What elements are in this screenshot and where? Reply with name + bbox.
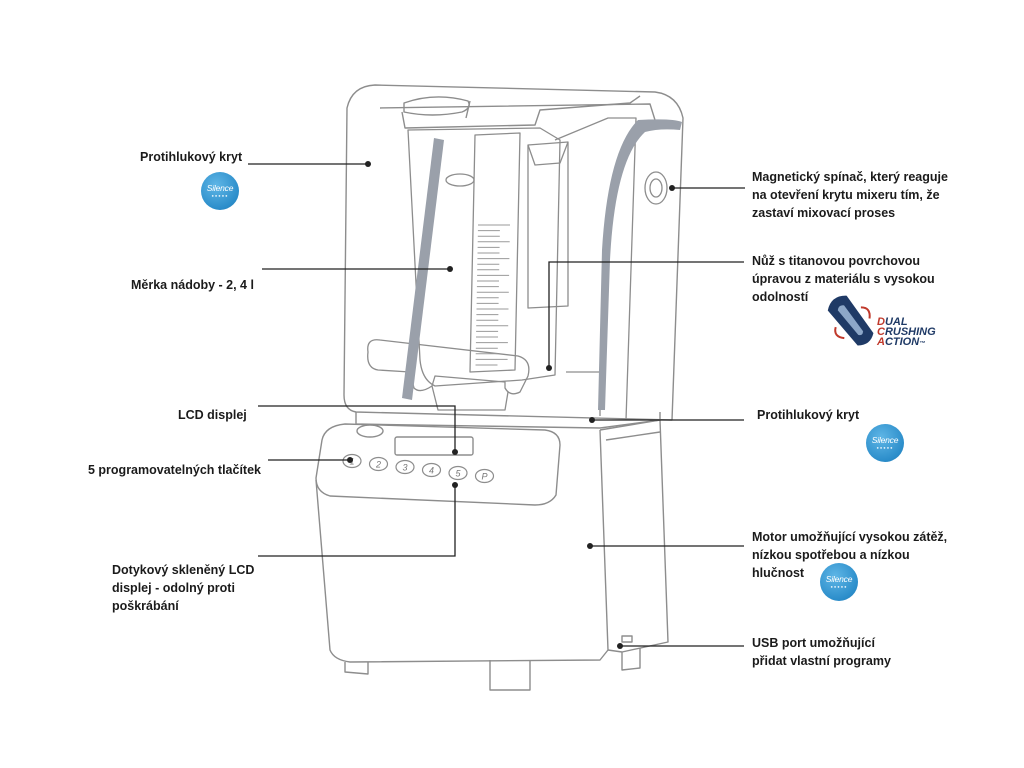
magnetic-switch — [644, 171, 668, 205]
jar-spout-top — [527, 141, 569, 166]
measuring-scale — [475, 224, 510, 366]
motor-base — [315, 412, 669, 691]
program-button-label: 2 — [375, 460, 381, 470]
jar-body — [407, 127, 561, 387]
label-lid-left: Protihlukový kryt — [140, 150, 243, 164]
program-button-label: P — [481, 472, 487, 482]
dca-letter-d: D — [877, 316, 885, 328]
program-button-3[interactable] — [395, 459, 415, 475]
leader-lcd — [258, 405, 456, 452]
silence-badge-dots: ●●●●● — [830, 584, 848, 589]
base-top-collar — [355, 412, 661, 429]
right-band — [598, 119, 682, 410]
base-foot-right — [621, 648, 641, 671]
silence-badge-lid: Silence ●●●●● — [201, 172, 239, 210]
silence-badge-text: Silence — [871, 435, 899, 445]
silence-badge-dots: ●●●●● — [211, 193, 229, 198]
lid-cap — [403, 96, 470, 116]
silence-badge-dots: ●●●●● — [876, 445, 894, 450]
program-button-1[interactable] — [342, 453, 362, 469]
power-knob — [356, 424, 384, 438]
label-lcd: LCD displej — [178, 408, 247, 422]
silence-badge-text: Silence — [825, 574, 853, 584]
dca-word-ual: UAL — [884, 316, 908, 328]
jar-logo-oval — [445, 173, 475, 187]
base-side-inner — [605, 431, 661, 441]
silence-badge-cover: Silence ●●●●● — [866, 424, 904, 462]
usb-port — [621, 635, 633, 643]
silence-badge-text: Silence — [206, 183, 234, 193]
leader-touch — [258, 485, 456, 557]
label-usb: USB port umožňující přidat vlastní progr… — [752, 636, 891, 668]
silence-badge-motor: Silence ●●●●● — [820, 563, 858, 601]
enclosure-inner-top — [379, 103, 656, 121]
jar-base-right — [566, 371, 601, 416]
leader-lines — [248, 163, 745, 647]
label-cover-right: Protihlukový kryt — [757, 408, 860, 422]
program-button-2[interactable] — [368, 456, 389, 472]
program-button-P[interactable] — [474, 468, 495, 484]
jar-front-face — [469, 132, 521, 373]
base-foot-left — [344, 662, 369, 675]
dca-word-ction: CTION — [884, 336, 920, 348]
jar-spout-tube — [527, 141, 569, 309]
label-magnetic-switch: Magnetický spínač, který reaguje na otev… — [752, 170, 948, 220]
base-side — [599, 419, 669, 653]
label-motor: Motor umožňující vysokou zátěž, nízkou s… — [752, 530, 948, 580]
program-buttons: 12345P — [342, 453, 495, 484]
dual-crushing-action-logo: DUAL CRUSHING ACTION™ — [877, 317, 936, 349]
jar-right-side — [554, 117, 637, 421]
base-front — [315, 429, 609, 663]
program-button-5[interactable] — [448, 465, 468, 481]
label-blade: Nůž s titanovou povrchovou úpravou z mat… — [752, 254, 935, 304]
program-button-label: 4 — [429, 466, 434, 476]
base-control-housing — [315, 423, 561, 506]
label-scale: Měrka nádoby - 2, 4 l — [131, 278, 254, 292]
jar-base — [431, 385, 509, 411]
jar-handle — [367, 339, 530, 395]
base-foot-center — [489, 660, 531, 691]
dca-letter-c: C — [877, 326, 885, 338]
lid-cap-side — [465, 100, 471, 119]
label-buttons: 5 programovatelných tlačítek — [88, 463, 261, 477]
enclosure-bands — [402, 119, 682, 410]
leader-blade — [548, 261, 744, 368]
program-button-4[interactable] — [421, 462, 442, 478]
dual-crushing-blade-icon — [827, 295, 874, 346]
dca-letter-a: A — [877, 336, 885, 348]
program-button-label: 5 — [455, 469, 461, 479]
leader-dots — [347, 161, 675, 649]
dca-word-rushing: RUSHING — [884, 326, 936, 338]
program-button-label: 3 — [402, 463, 407, 473]
label-touch-display: Dotykový skleněný LCD displej - odolný p… — [112, 563, 255, 613]
lcd-display — [394, 436, 474, 456]
lid-rim — [401, 95, 641, 129]
dca-trademark: ™ — [919, 341, 926, 347]
